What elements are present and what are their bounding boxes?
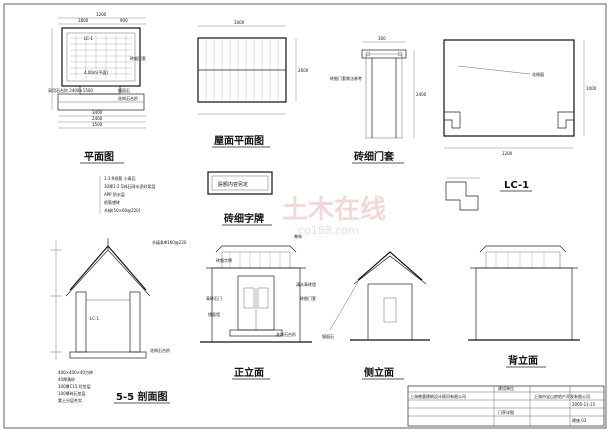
front-title: 正立面 [234,366,264,379]
plan-label-step: 采用石台阶 2400×1500 [48,87,93,93]
sheet-border [3,3,607,429]
side-elevation-view: 镜面石 侧立面 [322,251,430,380]
section-view: LC-1 木檩条Φ160@220 花岗石台阶 1:3:9纸筋 小青瓦 30厚1:… [50,175,187,404]
plan-dim-1: 1800 [78,18,89,23]
door-frame-dim-height: 2400 [416,92,427,97]
watermark-main: 土木在线 [282,195,386,225]
plan-dim-2: 1200 [96,12,107,17]
front-label-step: 花岗石台阶 [276,331,296,337]
roof-plan-view: 3400 2600 屋面平面图 [197,20,309,148]
lc1-dim-width: 1200 [502,151,513,156]
section-layer-3: 纸筋望砖 [104,199,120,205]
section-base-1: 40厚黄砂 [58,376,75,382]
plaque-text: 匾额内容另定 [218,181,248,188]
title-client: 上海市宝山房地产开发有限公司 [534,393,590,399]
section-layer-0: 1:3:9纸筋 小青瓦 [104,175,136,181]
section-base-2: 100厚C15 砼垫层 [58,383,91,389]
title-sheet: 建施 03 [572,417,587,423]
plaque-title: 砖细字牌 [224,212,264,225]
brick-plaque-view: 匾额内容另定 砖细字牌 [207,171,273,226]
section-layer-4: 木椽(50×60@220) [104,207,141,213]
back-title: 背立面 [508,354,538,367]
section-label-lc1: LC-1 [90,316,99,321]
door-frame-dim-top: 300 [378,36,386,41]
plan-label-lc1: LC-1 [84,36,93,41]
lc1-title: LC-1 [504,180,529,191]
lc1-view: 花格窗 1200 1000 LC-1 [443,39,597,211]
plan-view: 1800 1200 900 3400 2400 1500 LC-1 砖细门套 4… [48,12,146,164]
section-layer-2: APP 防水层 [104,191,125,197]
back-elevation-view: 背立面 [468,245,580,368]
front-elevation-view: 脊饰 清水青砖墙 砖细门套 青砖石门 镜面墙 花岗石台阶 砖细字牌 正立面 [200,233,316,380]
roof-dim-width: 3400 [234,20,245,25]
plan-dim-4: 3400 [92,110,103,115]
title-drawing-name: 门亭详图 [498,409,514,415]
plan-label-door-frame: 砖细门套 [130,55,146,61]
plan-dim-6: 1500 [92,122,103,127]
plan-label-elev: 4.00m(平面) [84,70,108,75]
title-project-label: 建设单位 [498,385,514,391]
side-label-mirror: 镜面石 [322,333,334,339]
side-title: 侧立面 [364,366,394,379]
section-label-purlin: 木檩条Φ160@220 [152,239,187,245]
watermark-sub: co188.com [298,224,359,237]
front-label-plaque: 砖细字牌 [216,257,232,263]
title-designer: 上海普惠建筑设计顾问有限公司 [410,393,466,399]
title-block: 上海普惠建筑设计顾问有限公司 建设单位 上海市宝山房地产开发有限公司 门亭详图 … [407,385,605,427]
title-date: 2005-11-15 [572,402,596,407]
plan-label-mirror: 镜面石 [118,87,130,93]
section-label-granite: 花岗石台阶 [150,347,170,353]
section-base-0: 400×400×40方砖 [58,369,93,375]
front-label-wall: 清水青砖墙 [296,281,316,287]
section-title: 5-5 剖面图 [116,390,168,403]
door-frame-note: 砖细门套做法参考 [330,75,362,81]
plan-dim-3: 900 [120,18,128,23]
section-layer-1: 30厚1:2.5碎石网水泥砂浆层 [104,183,155,189]
door-frame-title: 砖细门套 [354,150,395,163]
lc1-label-lattice: 花格窗 [532,71,544,77]
section-base-3: 100厚碎石垫层 [58,390,86,396]
front-label-ridge: 脊饰 [294,233,302,239]
lc1-dim-height: 1000 [586,86,597,91]
plan-title: 平面图 [84,151,114,163]
watermark: 土木在线 co188.com [282,195,386,237]
roof-plan-title: 屋面平面图 [214,135,264,147]
plan-label-granite: 花岗石台阶 [118,95,138,101]
front-label-mirror: 镜面墙 [208,311,220,317]
front-label-gate: 青砖石门 [206,295,222,301]
plan-dim-5: 2400 [92,116,103,121]
roof-dim-depth: 2600 [298,68,309,73]
section-base-4: 素土分层夯实 [58,397,82,403]
brick-door-frame-view: 300 2400 砖细门套做法参考 砖细门套 [330,36,427,164]
front-label-door-frame: 砖细门套 [300,295,316,301]
